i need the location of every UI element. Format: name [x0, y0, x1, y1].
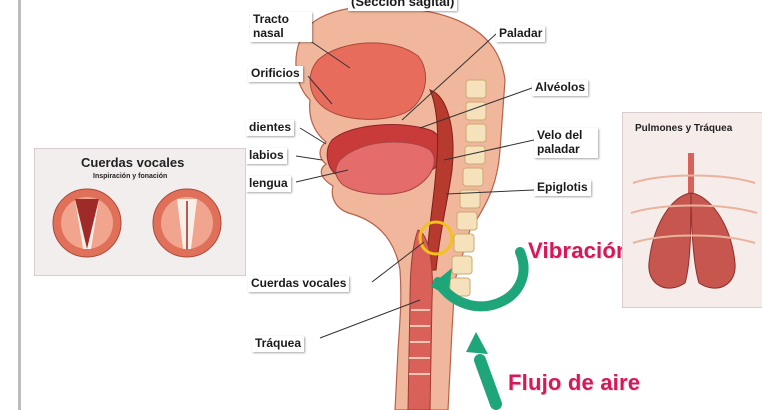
callout-vibracion: Vibración	[528, 238, 630, 264]
vocal-cords-panel: Cuerdas vocales Inspiración y fonación	[34, 148, 246, 276]
label-alveolos: Alvéolos	[532, 80, 588, 96]
lungs-panel: Pulmones y Tráquea	[622, 112, 762, 308]
label-lengua: lengua	[246, 176, 291, 192]
callout-flujo-de-aire: Flujo de aire	[508, 370, 640, 396]
label-orificios: Orificios	[248, 66, 303, 82]
label-paladar: Paladar	[496, 26, 545, 42]
vocal-cords-illustration	[35, 149, 245, 275]
label-epiglotis: Epiglotis	[534, 180, 591, 196]
label-tracto-nasal: Tracto nasal	[250, 12, 312, 42]
label-dientes: dientes	[246, 120, 294, 136]
header-title-fragment: (Sección sagital)	[348, 0, 457, 11]
lungs-illustration	[623, 113, 762, 307]
label-velo-del-paladar: Velo del paladar	[534, 128, 598, 158]
label-traquea: Tráquea	[252, 336, 304, 352]
label-cuerdas-vocales: Cuerdas vocales	[248, 276, 349, 292]
label-labios: labios	[246, 148, 287, 164]
